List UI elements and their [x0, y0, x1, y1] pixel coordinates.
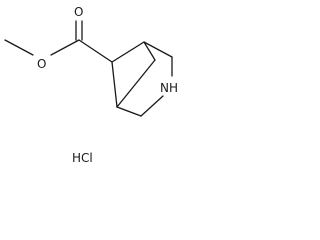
- ring-bond-c5-c4: [143, 41, 173, 58]
- ring-bond-n-c2: [140, 95, 164, 117]
- ester-oxygen-label: O: [37, 57, 46, 71]
- ring-bond-c2-c1: [116, 106, 142, 117]
- carbonyl-oxygen-label: O: [74, 5, 83, 19]
- ester-oxygen-carbonyl-bond: [50, 39, 80, 56]
- ring-bond-c6-c5: [111, 41, 145, 63]
- ring-nitrogen-label: NH: [160, 81, 178, 95]
- salt-label: HCl: [72, 151, 93, 165]
- ring-bond-c7-c1: [116, 59, 156, 108]
- chemical-structure: O O NH HCl: [4, 5, 178, 165]
- methyl-bond: [4, 39, 34, 56]
- ring-bond-c5-c7: [143, 41, 156, 61]
- carbonyl-ring-bond: [78, 39, 113, 63]
- ring-bond-c6-c1: [111, 61, 118, 108]
